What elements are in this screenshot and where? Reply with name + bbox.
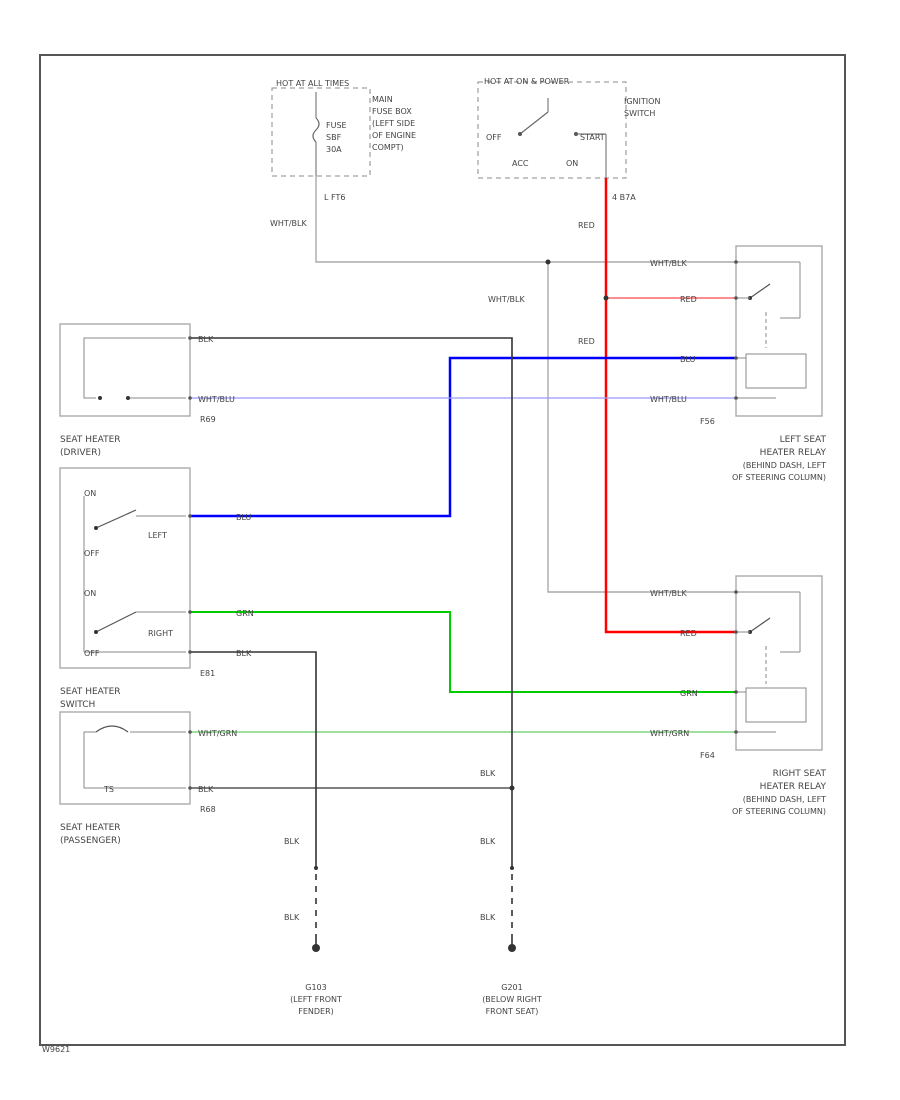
g2-blk-label-1: BLK <box>480 837 496 846</box>
fuse-box-label-4: OF ENGINE <box>372 131 416 140</box>
left-relay-title-3: (BEHIND DASH, LEFT <box>743 461 826 470</box>
right-relay-title-3: (BEHIND DASH, LEFT <box>743 795 826 804</box>
switch-blu-label: BLU <box>236 513 252 522</box>
fuse-box-label-5: COMPT) <box>372 143 404 152</box>
connector-pins <box>188 260 738 790</box>
relay-coil-icon <box>745 687 807 723</box>
red-label: RED <box>578 221 595 230</box>
driver-heater-title-1: SEAT HEATER <box>60 435 121 445</box>
g1-loc-1: (LEFT FRONT <box>290 995 342 1004</box>
relay1-red-label: RED <box>680 295 697 304</box>
ign-on-label: ON <box>566 159 578 168</box>
ign-acc-label: ACC <box>512 159 529 168</box>
ign-off-label: OFF <box>486 133 502 142</box>
fuse-icon <box>312 117 320 143</box>
wht-blk-wire <box>315 176 736 593</box>
main-fuse-box: HOT AT ALL TIMES MAIN FUSE BOX (LEFT SID… <box>271 79 416 177</box>
fuse-box-label-3: (LEFT SIDE <box>372 119 415 128</box>
right-relay-title-4: OF STEERING COLUMN) <box>732 807 826 816</box>
seat-heater-switch <box>59 467 191 669</box>
ignition-label-1: IGNITION <box>624 97 660 106</box>
relay1-wht-blk-label: WHT/BLK <box>650 259 687 268</box>
switch-blk-label: BLK <box>236 649 252 658</box>
right-relay-title-2: HEATER RELAY <box>760 782 827 792</box>
pass-connector-label: R68 <box>200 805 216 814</box>
hot-in-on-label: HOT AT ON & POWER <box>484 77 570 86</box>
wht-blk-label-2: WHT/BLK <box>488 295 525 304</box>
ignition-label-2: SWITCH <box>624 109 655 118</box>
relay1-wht-blu-label: WHT/BLU <box>650 395 687 404</box>
pass-blk-label: BLK <box>198 785 214 794</box>
wht-blk-label: WHT/BLK <box>270 219 307 228</box>
switch-pivot-icon <box>518 132 522 136</box>
right-seat-heater-relay <box>735 575 823 751</box>
blu-wire <box>190 356 736 518</box>
driver-heater-title-2: (DRIVER) <box>60 448 101 458</box>
red-label-2: RED <box>578 337 595 346</box>
red-wire <box>603 178 736 634</box>
b7a-label: 4 B7A <box>612 193 636 202</box>
right-relay-connector-label: F64 <box>700 751 715 760</box>
g1-blk-label-2: BLK <box>284 913 300 922</box>
driver-blk-label: BLK <box>198 335 214 344</box>
junction-blk-label: BLK <box>480 769 496 778</box>
switch-title-2: SWITCH <box>60 700 95 710</box>
fuse-box-label-1: MAIN <box>372 95 393 104</box>
g1-id: G103 <box>305 983 326 992</box>
ign-start-label: START <box>580 133 605 142</box>
g1-loc-2: FENDER) <box>298 1007 334 1016</box>
left-relay-title-4: OF STEERING COLUMN) <box>732 473 826 482</box>
driver-wht-blu-label: WHT/BLU <box>198 395 235 404</box>
left-seat-heater-relay <box>735 245 823 417</box>
g2-blk-label-2: BLK <box>480 913 496 922</box>
fuse-box-label-2: FUSE BOX <box>372 107 412 116</box>
relay2-wht-blk-label: WHT/BLK <box>650 589 687 598</box>
blk-wire-switch <box>190 651 317 948</box>
switch-on-label-1: ON <box>84 489 96 498</box>
pass-wht-grn-label: WHT/GRN <box>198 729 237 738</box>
driver-seat-heater <box>59 323 191 417</box>
left-relay-connector-label: F56 <box>700 417 715 426</box>
driver-connector-label: R69 <box>200 415 216 424</box>
switch-title-1: SEAT HEATER <box>60 687 121 697</box>
diagram-code: W9621 <box>42 1045 70 1054</box>
ground-g1-icon <box>312 944 320 952</box>
ground-g2-icon <box>508 944 516 952</box>
relay2-grn-label: GRN <box>680 689 698 698</box>
g2-loc-1: (BELOW RIGHT <box>482 995 542 1004</box>
fuse-label: FUSE <box>326 121 347 130</box>
right-relay-title-1: RIGHT SEAT <box>773 769 827 779</box>
g2-id: G201 <box>501 983 522 992</box>
left-relay-title-1: LEFT SEAT <box>780 435 827 445</box>
switch-grn-label: GRN <box>236 609 254 618</box>
diagram-frame <box>39 54 846 1046</box>
switch-right-label: RIGHT <box>148 629 173 638</box>
grn-wire <box>190 611 736 693</box>
switch-left-label: LEFT <box>148 531 167 540</box>
ignition-switch: HOT AT ON & POWER IGNITION SWITCH OFF AC… <box>477 77 660 179</box>
passenger-seat-heater <box>59 711 191 805</box>
fuse-rating: 30A <box>326 145 342 154</box>
relay2-red-label: RED <box>680 629 697 638</box>
pass-heater-title-2: (PASSENGER) <box>60 836 121 846</box>
fuse-id: SBF <box>326 133 342 142</box>
left-relay-title-2: HEATER RELAY <box>760 448 827 458</box>
thermostat-icon <box>95 725 129 733</box>
relay-coil-icon <box>745 353 807 389</box>
hot-at-all-times-label: HOT AT ALL TIMES <box>276 79 349 88</box>
relay1-blu-label: BLU <box>680 355 696 364</box>
switch-connector-label: E81 <box>200 669 215 678</box>
g2-loc-2: FRONT SEAT) <box>486 1007 539 1016</box>
pass-heater-title-1: SEAT HEATER <box>60 823 121 833</box>
pass-sensor-label: TS <box>103 785 114 794</box>
blk-wire-driver <box>190 337 513 948</box>
switch-on-label-2: ON <box>84 589 96 598</box>
lft6-label: L FT6 <box>324 193 345 202</box>
relay2-wht-grn-label: WHT/GRN <box>650 729 689 738</box>
switch-off-label-2: OFF <box>84 649 100 658</box>
switch-off-label-1: OFF <box>84 549 100 558</box>
g1-blk-label-1: BLK <box>284 837 300 846</box>
